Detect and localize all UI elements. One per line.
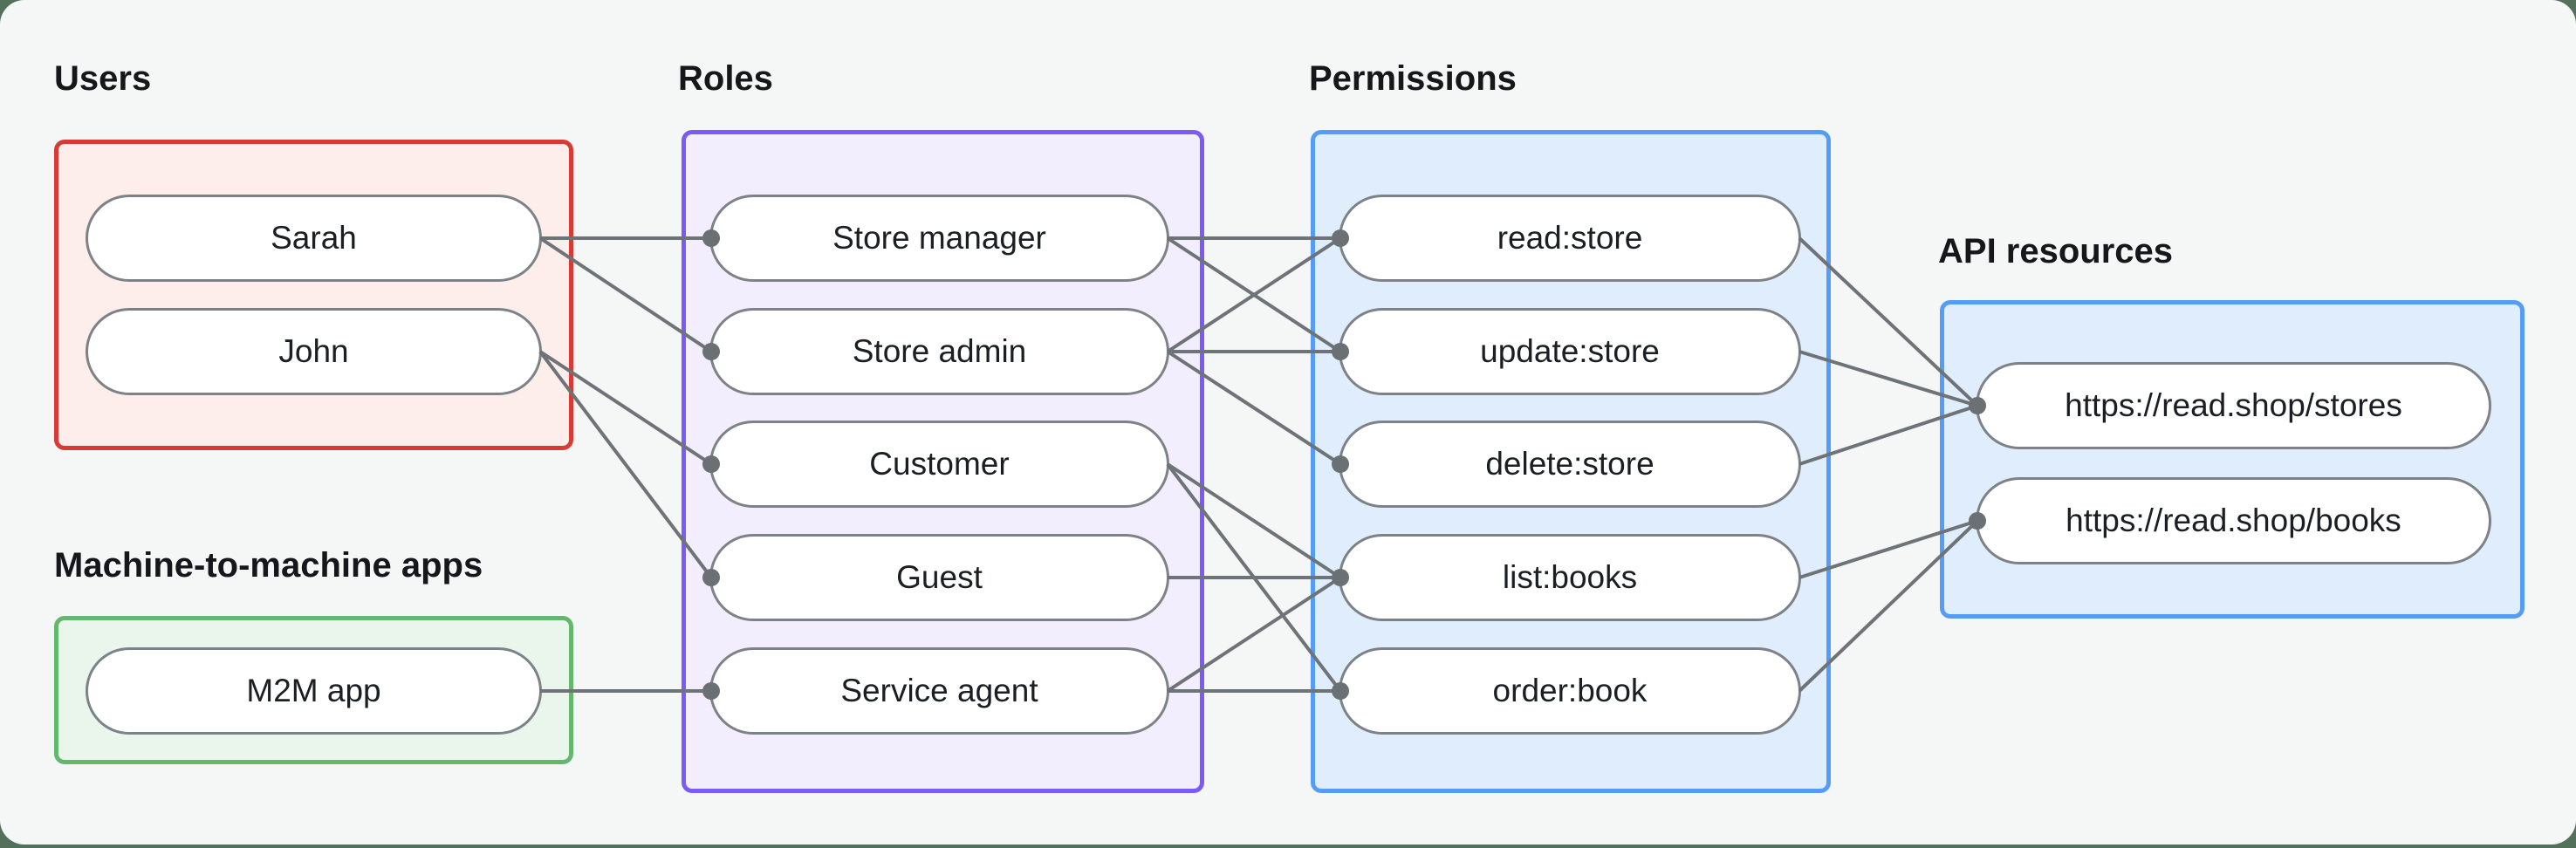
node-customer: Customer xyxy=(709,421,1169,508)
node-list-books: list:books xyxy=(1339,534,1801,621)
group-box-users xyxy=(54,140,573,450)
node-store-manager: Store manager xyxy=(709,195,1169,282)
node-john: John xyxy=(86,308,542,395)
node-delete-store: delete:store xyxy=(1339,421,1801,508)
node-order-book: order:book xyxy=(1339,647,1801,735)
group-label-permissions: Permissions xyxy=(1309,59,1517,98)
node-label: https://read.shop/stores xyxy=(2065,387,2402,423)
node-sarah: Sarah xyxy=(86,195,542,282)
node-label: delete:store xyxy=(1485,446,1655,482)
group-label-api-resources: API resources xyxy=(1938,232,2174,270)
node-label: Service agent xyxy=(840,673,1038,708)
node-label: John xyxy=(278,333,349,369)
node-label: https://read.shop/books xyxy=(2066,503,2401,538)
group-label-machine-to-machine: Machine-to-machine apps xyxy=(54,546,483,585)
node-label: list:books xyxy=(1502,559,1638,595)
node-label: M2M app xyxy=(246,673,381,708)
node-label: Store admin xyxy=(852,333,1027,369)
node-books-api: https://read.shop/books xyxy=(1976,477,2491,564)
node-guest: Guest xyxy=(709,534,1169,621)
node-label: order:book xyxy=(1492,673,1648,708)
node-read-store: read:store xyxy=(1339,195,1801,282)
group-label-users: Users xyxy=(54,59,152,98)
group-box-api-resources xyxy=(1940,300,2525,619)
node-label: Store manager xyxy=(832,220,1046,256)
node-stores-api: https://read.shop/stores xyxy=(1976,362,2491,449)
node-label: Sarah xyxy=(271,220,357,256)
group-label-roles: Roles xyxy=(678,59,773,98)
node-label: update:store xyxy=(1480,333,1660,369)
node-label: Customer xyxy=(869,446,1010,482)
node-label: read:store xyxy=(1497,220,1643,256)
node-m2m-app: M2M app xyxy=(86,647,542,735)
node-label: Guest xyxy=(896,559,983,595)
node-store-admin: Store admin xyxy=(709,308,1169,395)
node-update-store: update:store xyxy=(1339,308,1801,395)
node-service-agent: Service agent xyxy=(709,647,1169,735)
